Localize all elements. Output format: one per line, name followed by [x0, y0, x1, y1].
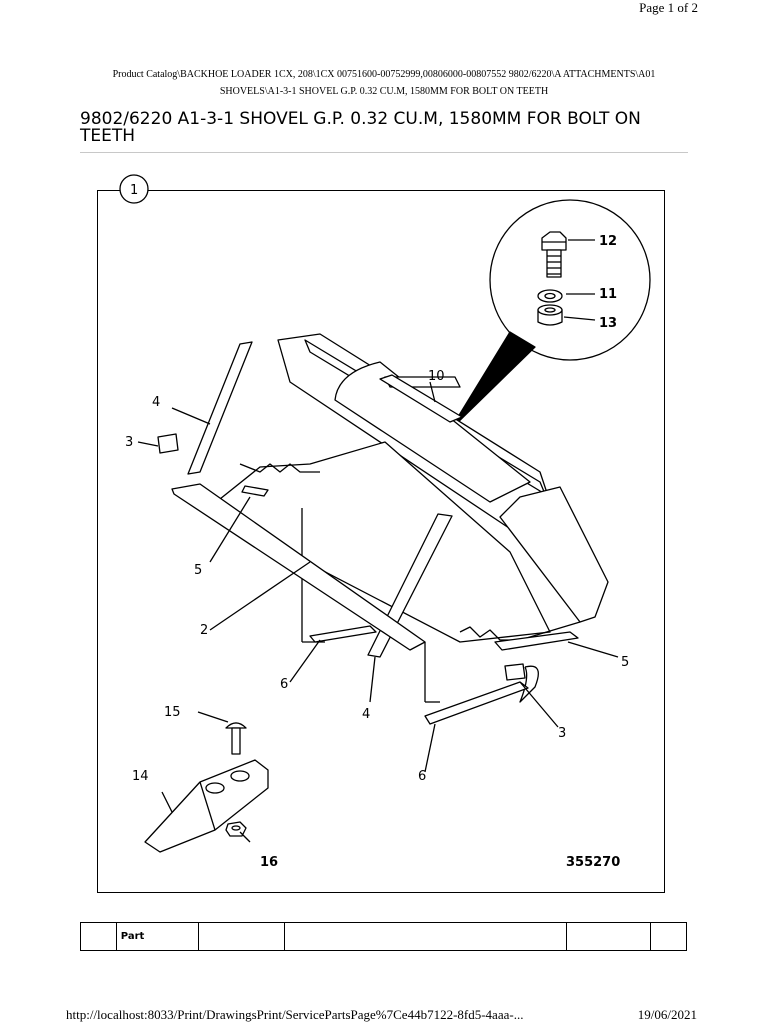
diagram-frame: [97, 190, 665, 893]
callout-15[interactable]: 15: [164, 705, 181, 720]
breadcrumb-line-2: SHOVELS\A1-3-1 SHOVEL G.P. 0.32 CU.M, 15…: [219, 86, 549, 97]
footer-url: http://localhost:8033/Print/DrawingsPrin…: [66, 1007, 524, 1022]
callout-14[interactable]: 14: [132, 769, 149, 784]
callout-16[interactable]: 16: [260, 855, 278, 870]
wear-strip-5-left: [241, 485, 269, 497]
callout-4-right[interactable]: 4: [362, 707, 370, 722]
callout-11[interactable]: 11: [599, 287, 617, 302]
callout-5-left[interactable]: 5: [194, 563, 202, 578]
detail-inset-circle: [489, 199, 651, 361]
callout-3-left[interactable]: 3: [125, 435, 133, 450]
callout-3-right[interactable]: 3: [558, 726, 566, 741]
exploded-parts-diagram: 1 12 11 13 10 4 3 5 2 5 6 4 3 15 6 14 16…: [119, 174, 651, 870]
figure-number: 1: [130, 183, 138, 198]
wear-pad-3-right: [504, 663, 539, 703]
breadcrumb: Product Catalog\BACKHOE LOADER 1CX, 208\…: [60, 66, 708, 100]
breadcrumb-line-1: Product Catalog\BACKHOE LOADER 1CX, 208\…: [112, 69, 656, 80]
parts-table: Part: [80, 922, 687, 951]
cutting-edge-2: [171, 483, 426, 651]
page-title: 9802/6220 A1-3-1 SHOVEL G.P. 0.32 CU.M, …: [80, 109, 641, 146]
table-header-cell: [198, 922, 285, 951]
callout-6-left[interactable]: 6: [280, 677, 288, 692]
runner-6-left: [309, 625, 377, 643]
tooth-14-icon: [144, 759, 269, 853]
callout-2[interactable]: 2: [200, 623, 208, 638]
washer-11-icon: [537, 289, 563, 303]
callout-12[interactable]: 12: [599, 234, 617, 249]
figure-number-circle: [119, 174, 149, 204]
callout-5-right[interactable]: 5: [621, 655, 629, 670]
wear-pad-3-left: [157, 433, 179, 454]
callout-13[interactable]: 13: [599, 316, 617, 331]
bolt-12-icon: [541, 231, 567, 278]
title-divider: [80, 152, 688, 153]
table-header-cell: [650, 922, 687, 951]
nut-13-icon: [537, 304, 563, 326]
table-header-part: Part: [115, 922, 200, 951]
table-header-cell: [565, 922, 652, 951]
detail-pointer: [449, 331, 536, 431]
page-indicator: Page 1 of 2: [639, 0, 698, 15]
lifting-handle-10: [379, 374, 463, 423]
table-header-cell: [283, 922, 567, 951]
callout-10[interactable]: 10: [428, 369, 445, 384]
runner-6-right: [424, 681, 529, 725]
footer-date: 19/06/2021: [637, 1007, 697, 1022]
wear-strip-5-right: [494, 631, 579, 651]
table-header-cell: [80, 922, 117, 951]
nut-16-icon: [225, 821, 247, 837]
side-cutting-edge-4-left: [187, 341, 253, 475]
table-header-row: Part: [80, 922, 687, 951]
bolt-15-icon: [225, 722, 247, 755]
callout-4-left[interactable]: 4: [152, 395, 160, 410]
shovel-bucket-body: [209, 333, 609, 703]
bucket-side-plate: [499, 486, 609, 623]
drawing-number: 355270: [566, 855, 620, 870]
callout-6-right[interactable]: 6: [418, 769, 426, 784]
